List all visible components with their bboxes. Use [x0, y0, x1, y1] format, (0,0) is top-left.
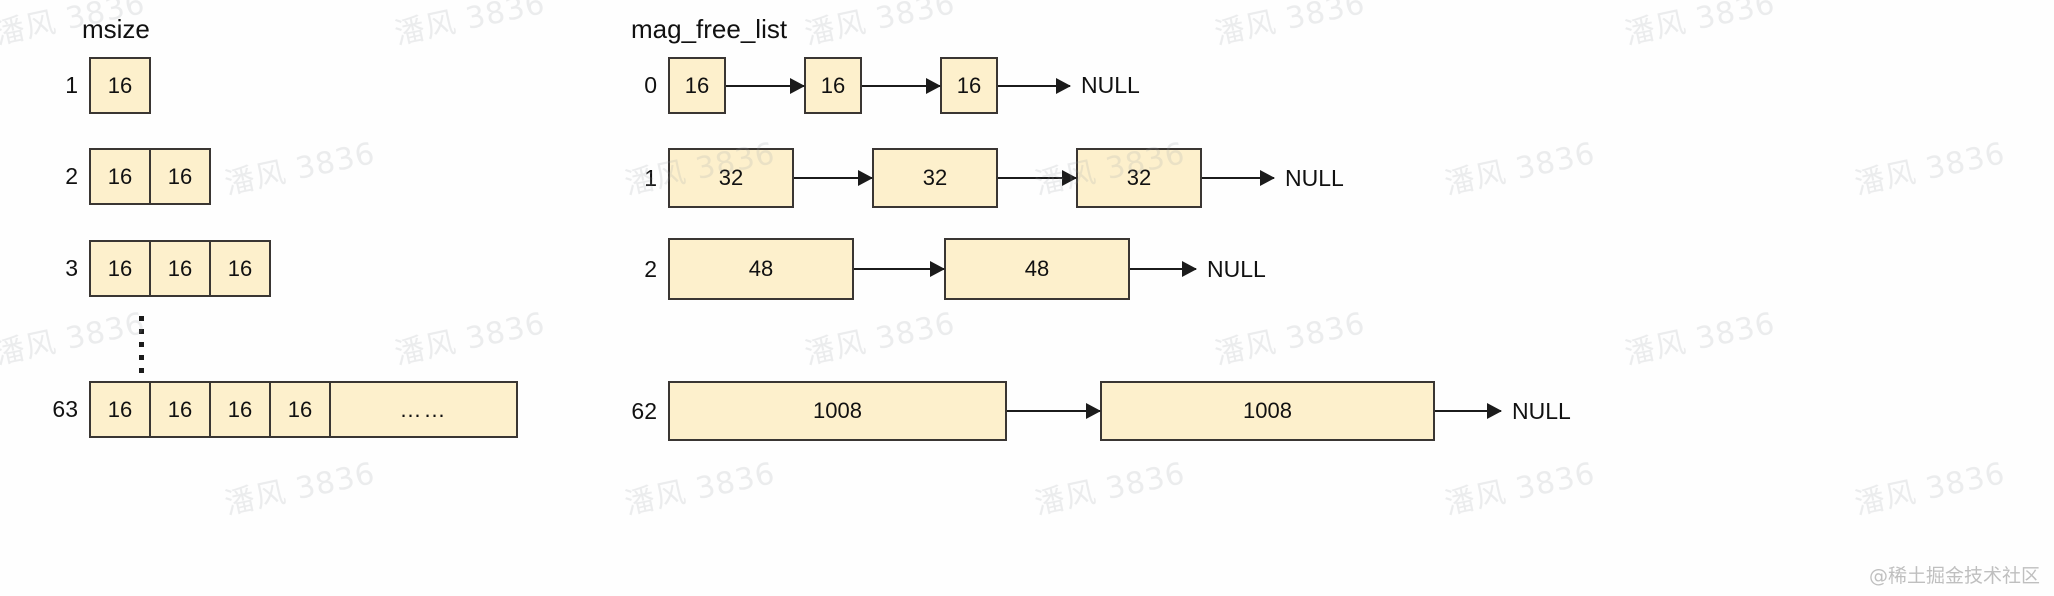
msize-cell-strip: 16 16 16 [89, 240, 271, 297]
free-list-node: 1008 [668, 381, 1007, 441]
mag-free-list-panel-title: mag_free_list [631, 14, 788, 44]
msize-cell-strip: 16 16 [89, 148, 211, 205]
free-list-row-index: 0 [644, 72, 657, 98]
null-pointer-arrow [998, 84, 1070, 87]
vertical-ellipsis-icon [139, 316, 144, 386]
msize-cell: 16 [89, 381, 151, 438]
next-pointer-arrow [862, 84, 940, 87]
msize-row: 2 16 16 [44, 148, 211, 205]
free-list-node: 16 [804, 57, 862, 114]
msize-cell: 16 [89, 240, 151, 297]
msize-cell: 16 [89, 57, 151, 114]
null-label: NULL [1512, 397, 1571, 424]
site-watermark: @稀土掘金技术社区 [1868, 565, 2040, 587]
msize-cell: 16 [209, 381, 271, 438]
free-list-node: 48 [668, 238, 854, 300]
msize-cell: 16 [209, 240, 271, 297]
null-pointer-arrow [1435, 410, 1501, 412]
free-list-row: 0 16 16 16 NULL [623, 57, 1140, 114]
msize-row: 3 16 16 16 [44, 240, 271, 297]
msize-panel: msize 1 16 2 16 16 3 16 16 16 [0, 0, 620, 596]
msize-cell: 16 [269, 381, 331, 438]
next-pointer-arrow [794, 177, 872, 179]
free-list-row: 2 48 48 NULL [623, 238, 1266, 300]
msize-cell-overflow: …… [329, 381, 518, 438]
free-list-node: 32 [668, 148, 794, 208]
free-list-node: 1008 [1100, 381, 1435, 441]
null-label: NULL [1207, 255, 1266, 282]
free-list-node: 32 [872, 148, 998, 208]
msize-cell: 16 [149, 148, 211, 205]
msize-row-index: 63 [52, 396, 78, 422]
free-list-node: 32 [1076, 148, 1202, 208]
null-label: NULL [1285, 164, 1344, 191]
msize-row-index: 3 [65, 255, 78, 281]
msize-row: 63 16 16 16 16 …… [44, 381, 518, 438]
msize-cell: 16 [149, 240, 211, 297]
next-pointer-arrow [726, 84, 804, 87]
mag-free-list-panel: mag_free_list 0 16 16 16 NULL 1 32 32 32… [620, 0, 2054, 596]
next-pointer-arrow [1007, 410, 1100, 412]
free-list-node: 48 [944, 238, 1130, 300]
free-list-row: 62 1008 1008 NULL [623, 381, 1571, 441]
null-pointer-arrow [1202, 177, 1274, 179]
msize-row: 1 16 [44, 57, 151, 114]
next-pointer-arrow [998, 177, 1076, 179]
msize-row-index: 2 [65, 163, 78, 189]
msize-row-index: 1 [65, 72, 78, 98]
msize-cell: 16 [89, 148, 151, 205]
next-pointer-arrow [854, 268, 944, 270]
msize-cell-strip: 16 [89, 57, 151, 114]
null-pointer-arrow [1130, 268, 1196, 270]
msize-panel-title: msize [82, 14, 150, 44]
msize-cell-strip: 16 16 16 16 …… [89, 381, 518, 438]
free-list-node: 16 [668, 57, 726, 114]
free-list-row: 1 32 32 32 NULL [623, 148, 1344, 208]
free-list-row-index: 2 [644, 255, 657, 282]
free-list-node: 16 [940, 57, 998, 114]
null-label: NULL [1081, 72, 1140, 98]
free-list-row-index: 1 [644, 164, 657, 191]
msize-cell: 16 [149, 381, 211, 438]
free-list-row-index: 62 [631, 397, 657, 424]
